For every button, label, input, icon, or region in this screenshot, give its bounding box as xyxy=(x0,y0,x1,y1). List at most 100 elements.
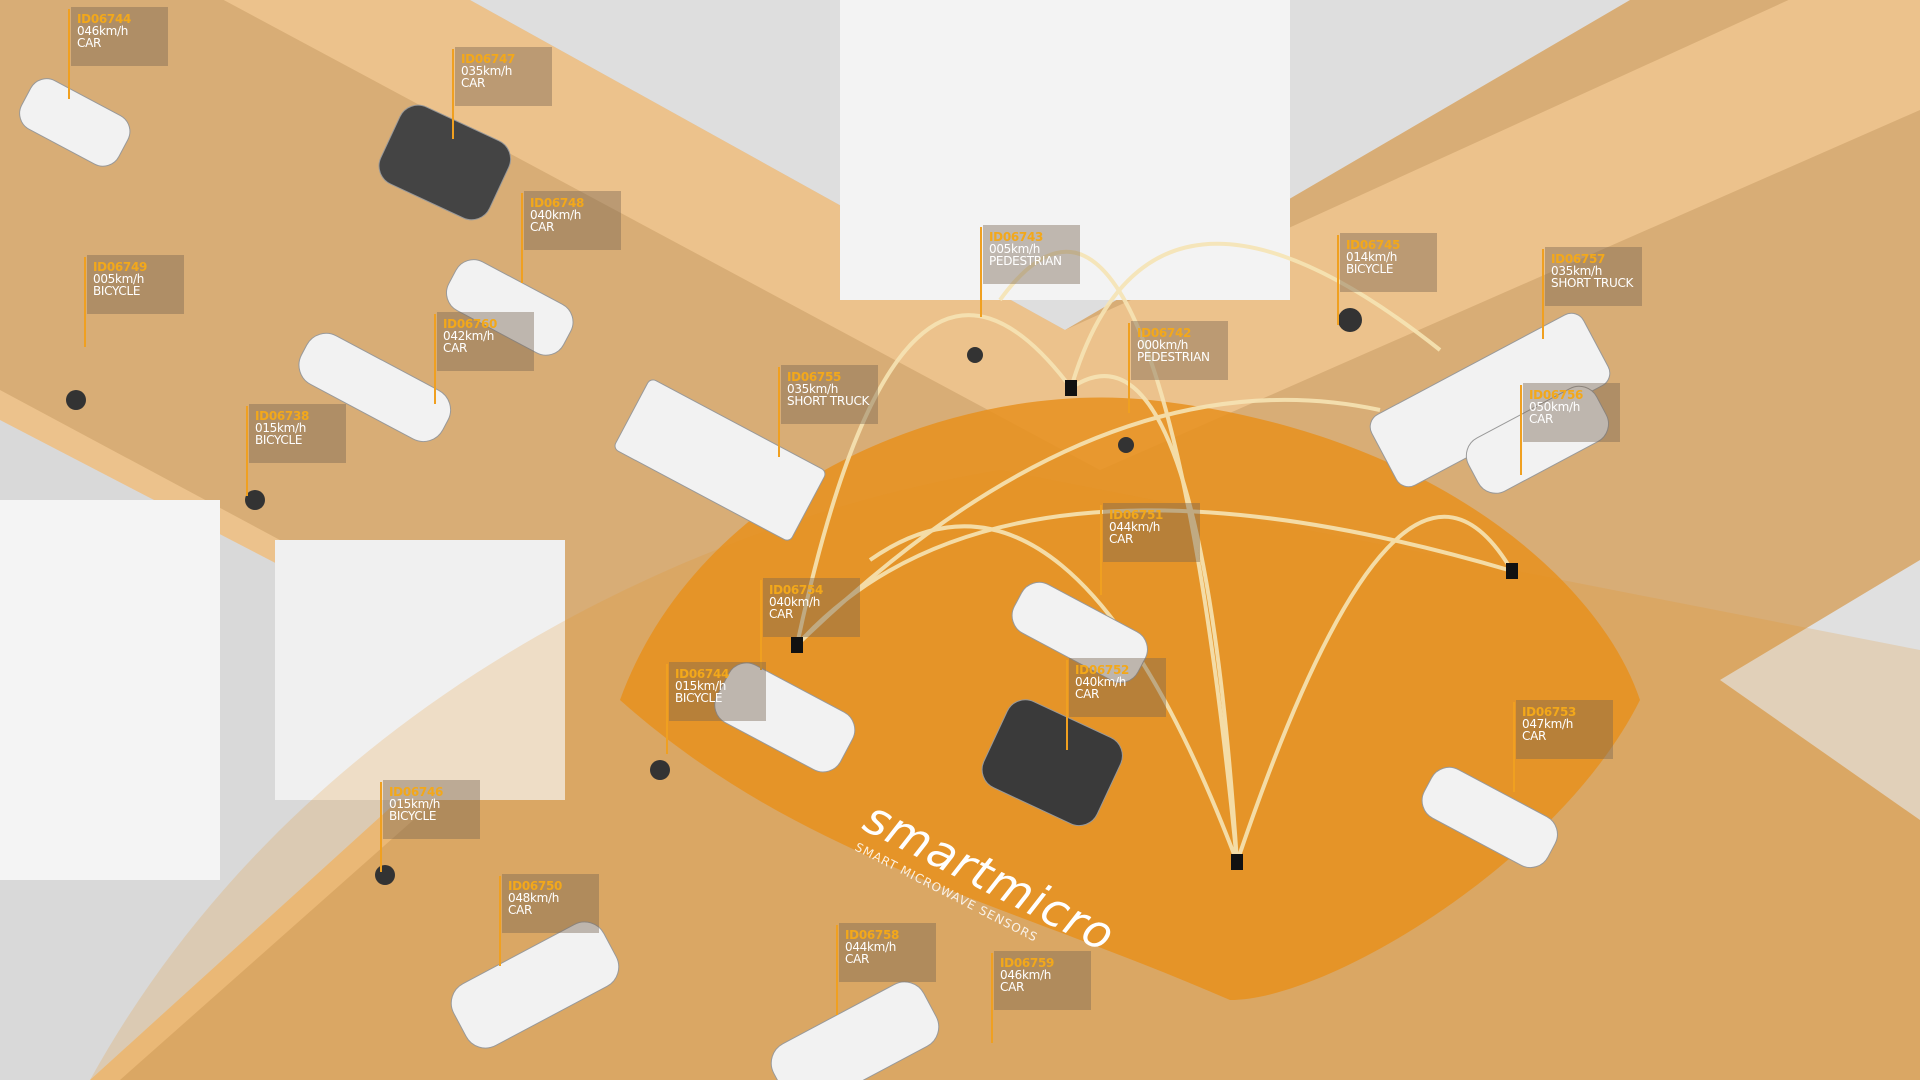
label-speed: 035km/h xyxy=(787,382,839,396)
label-speed: 040km/h xyxy=(769,595,821,609)
label-id: ID06743 xyxy=(989,230,1044,244)
label-speed: 014km/h xyxy=(1346,250,1398,264)
label-id: ID06748 xyxy=(530,196,585,210)
label-type: SHORT TRUCK xyxy=(787,394,870,408)
label-leader-line xyxy=(836,925,838,1015)
building-block-right xyxy=(1720,560,1920,820)
car-icon xyxy=(19,78,131,167)
label-type: CAR xyxy=(1000,980,1025,994)
label-type: PEDESTRIAN xyxy=(989,254,1062,268)
label-leader-line xyxy=(499,876,501,966)
label-type: BICYCLE xyxy=(255,433,303,447)
label-speed: 000km/h xyxy=(1137,338,1189,352)
radar-sensor-icon xyxy=(1065,380,1077,396)
shuttle-icon xyxy=(981,699,1123,827)
label-leader-line xyxy=(991,953,993,1043)
label-speed: 035km/h xyxy=(461,64,513,78)
cyclist-icon xyxy=(650,760,670,780)
label-leader-line xyxy=(434,314,436,404)
label-id: ID06760 xyxy=(443,317,498,331)
label-leader-line xyxy=(980,227,982,317)
label-type: CAR xyxy=(1522,729,1547,743)
label-id: ID06754 xyxy=(769,583,824,597)
vehicles xyxy=(19,78,1611,1080)
label-type: CAR xyxy=(1529,412,1554,426)
label-type: CAR xyxy=(77,36,102,50)
label-id: ID06749 xyxy=(93,260,148,274)
label-id: ID06759 xyxy=(1000,956,1055,970)
label-type: CAR xyxy=(845,952,870,966)
label-leader-line xyxy=(521,193,523,283)
car-icon xyxy=(1421,766,1558,869)
label-id: ID06755 xyxy=(787,370,842,384)
label-speed: 048km/h xyxy=(508,891,560,905)
label-type: CAR xyxy=(443,341,468,355)
pedestrian-icon xyxy=(1118,437,1134,453)
car-icon xyxy=(298,332,452,443)
label-id: ID06744 xyxy=(675,667,730,681)
cyclist-icon xyxy=(1338,308,1362,332)
label-speed: 005km/h xyxy=(93,272,145,286)
label-type: BICYCLE xyxy=(389,809,437,823)
label-id: ID06738 xyxy=(255,409,310,423)
label-id: ID06757 xyxy=(1551,252,1606,266)
label-type: BICYCLE xyxy=(1346,262,1394,276)
label-speed: 044km/h xyxy=(1109,520,1161,534)
label-id: ID06747 xyxy=(461,52,516,66)
car-icon xyxy=(450,921,620,1049)
label-speed: 035km/h xyxy=(1551,264,1603,278)
label-id: ID06751 xyxy=(1109,508,1164,522)
shuttle-icon xyxy=(378,104,512,221)
label-type: CAR xyxy=(769,607,794,621)
label-leader-line xyxy=(452,49,454,139)
label-leader-line xyxy=(760,580,762,670)
label-type: CAR xyxy=(1075,687,1100,701)
pedestrian-icon xyxy=(967,347,983,363)
label-leader-line xyxy=(1100,505,1102,595)
label-leader-line xyxy=(380,782,382,872)
label-type: BICYCLE xyxy=(93,284,141,298)
label-id: ID06753 xyxy=(1522,705,1577,719)
label-type: CAR xyxy=(530,220,555,234)
label-id: ID06744 xyxy=(77,12,132,26)
label-id: ID06756 xyxy=(1529,388,1584,402)
label-speed: 042km/h xyxy=(443,329,495,343)
label-speed: 046km/h xyxy=(77,24,129,38)
car-icon xyxy=(714,662,856,773)
label-type: PEDESTRIAN xyxy=(1137,350,1210,364)
label-leader-line xyxy=(1066,660,1068,750)
label-leader-line xyxy=(1542,249,1544,339)
label-speed: 046km/h xyxy=(1000,968,1052,982)
label-speed: 015km/h xyxy=(675,679,727,693)
label-speed: 015km/h xyxy=(255,421,307,435)
label-id: ID06750 xyxy=(508,879,563,893)
cyclist-icon xyxy=(375,865,395,885)
label-speed: 044km/h xyxy=(845,940,897,954)
label-id: ID06742 xyxy=(1137,326,1192,340)
label-leader-line xyxy=(246,406,248,496)
label-type: BICYCLE xyxy=(675,691,723,705)
radar-sensor-icon xyxy=(1506,563,1518,579)
label-id: ID06745 xyxy=(1346,238,1401,252)
label-leader-line xyxy=(1513,702,1515,792)
label-id: ID06746 xyxy=(389,785,444,799)
apartment-building xyxy=(0,500,220,880)
data-beams xyxy=(795,241,1514,863)
label-leader-line xyxy=(1128,323,1130,413)
